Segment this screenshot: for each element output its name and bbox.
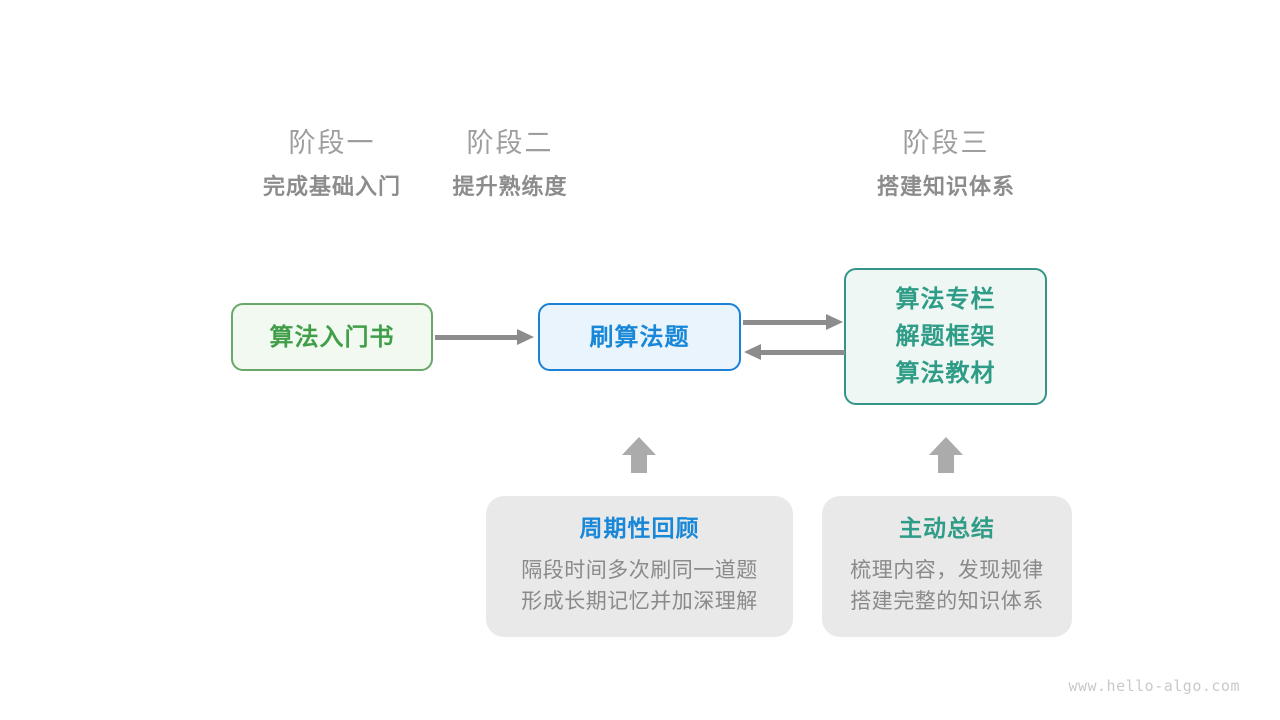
node-knowledge-resources: 算法专栏 解题框架 算法教材 bbox=[844, 268, 1047, 405]
stage1-subtitle: 完成基础入门 bbox=[262, 174, 401, 199]
note-body-line: 梳理内容，发现规律 bbox=[850, 559, 1044, 582]
node-resources-line3: 算法教材 bbox=[895, 360, 996, 387]
arrow-up-icon bbox=[929, 437, 963, 473]
arrow-up-stem bbox=[938, 455, 954, 473]
stage2-subtitle: 提升熟练度 bbox=[452, 174, 568, 199]
note-body-line: 隔段时间多次刷同一道题 bbox=[521, 559, 758, 582]
note-active-summary: 主动总结 梳理内容，发现规律 搭建完整的知识体系 bbox=[822, 496, 1072, 637]
arrow-right-icon bbox=[517, 329, 534, 345]
stage3-subtitle: 搭建知识体系 bbox=[876, 174, 1015, 199]
arrow-line bbox=[743, 320, 827, 325]
note-periodic-review: 周期性回顾 隔段时间多次刷同一道题 形成长期记忆并加深理解 bbox=[486, 496, 793, 637]
arrow-up-head bbox=[929, 437, 963, 455]
arrow-line bbox=[760, 350, 845, 355]
note-body-line: 形成长期记忆并加深理解 bbox=[521, 590, 758, 613]
stage2-label: 阶段二 bbox=[466, 128, 554, 158]
arrow-up-icon bbox=[622, 437, 656, 473]
note-periodic-review-title: 周期性回顾 bbox=[579, 515, 700, 541]
note-periodic-review-body: 隔段时间多次刷同一道题 形成长期记忆并加深理解 bbox=[486, 555, 793, 617]
node-resources-line2: 解题框架 bbox=[895, 323, 996, 350]
arrow-left-icon bbox=[744, 344, 761, 360]
note-active-summary-body: 梳理内容，发现规律 搭建完整的知识体系 bbox=[822, 555, 1072, 617]
note-active-summary-title: 主动总结 bbox=[899, 515, 995, 541]
arrow-line bbox=[435, 335, 519, 340]
watermark: www.hello-algo.com bbox=[1068, 677, 1240, 695]
node-practice-problems: 刷算法题 bbox=[538, 303, 741, 371]
stage1-label: 阶段一 bbox=[288, 128, 376, 158]
arrow-right-icon bbox=[826, 314, 843, 330]
node-intro-book: 算法入门书 bbox=[231, 303, 433, 371]
node-practice-problems-label: 刷算法题 bbox=[589, 323, 690, 351]
arrow-up-stem bbox=[631, 455, 647, 473]
note-body-line: 搭建完整的知识体系 bbox=[850, 590, 1044, 613]
stage3-label: 阶段三 bbox=[902, 128, 990, 158]
node-resources-line1: 算法专栏 bbox=[895, 286, 996, 313]
node-intro-book-label: 算法入门书 bbox=[269, 323, 395, 351]
arrow-up-head bbox=[622, 437, 656, 455]
